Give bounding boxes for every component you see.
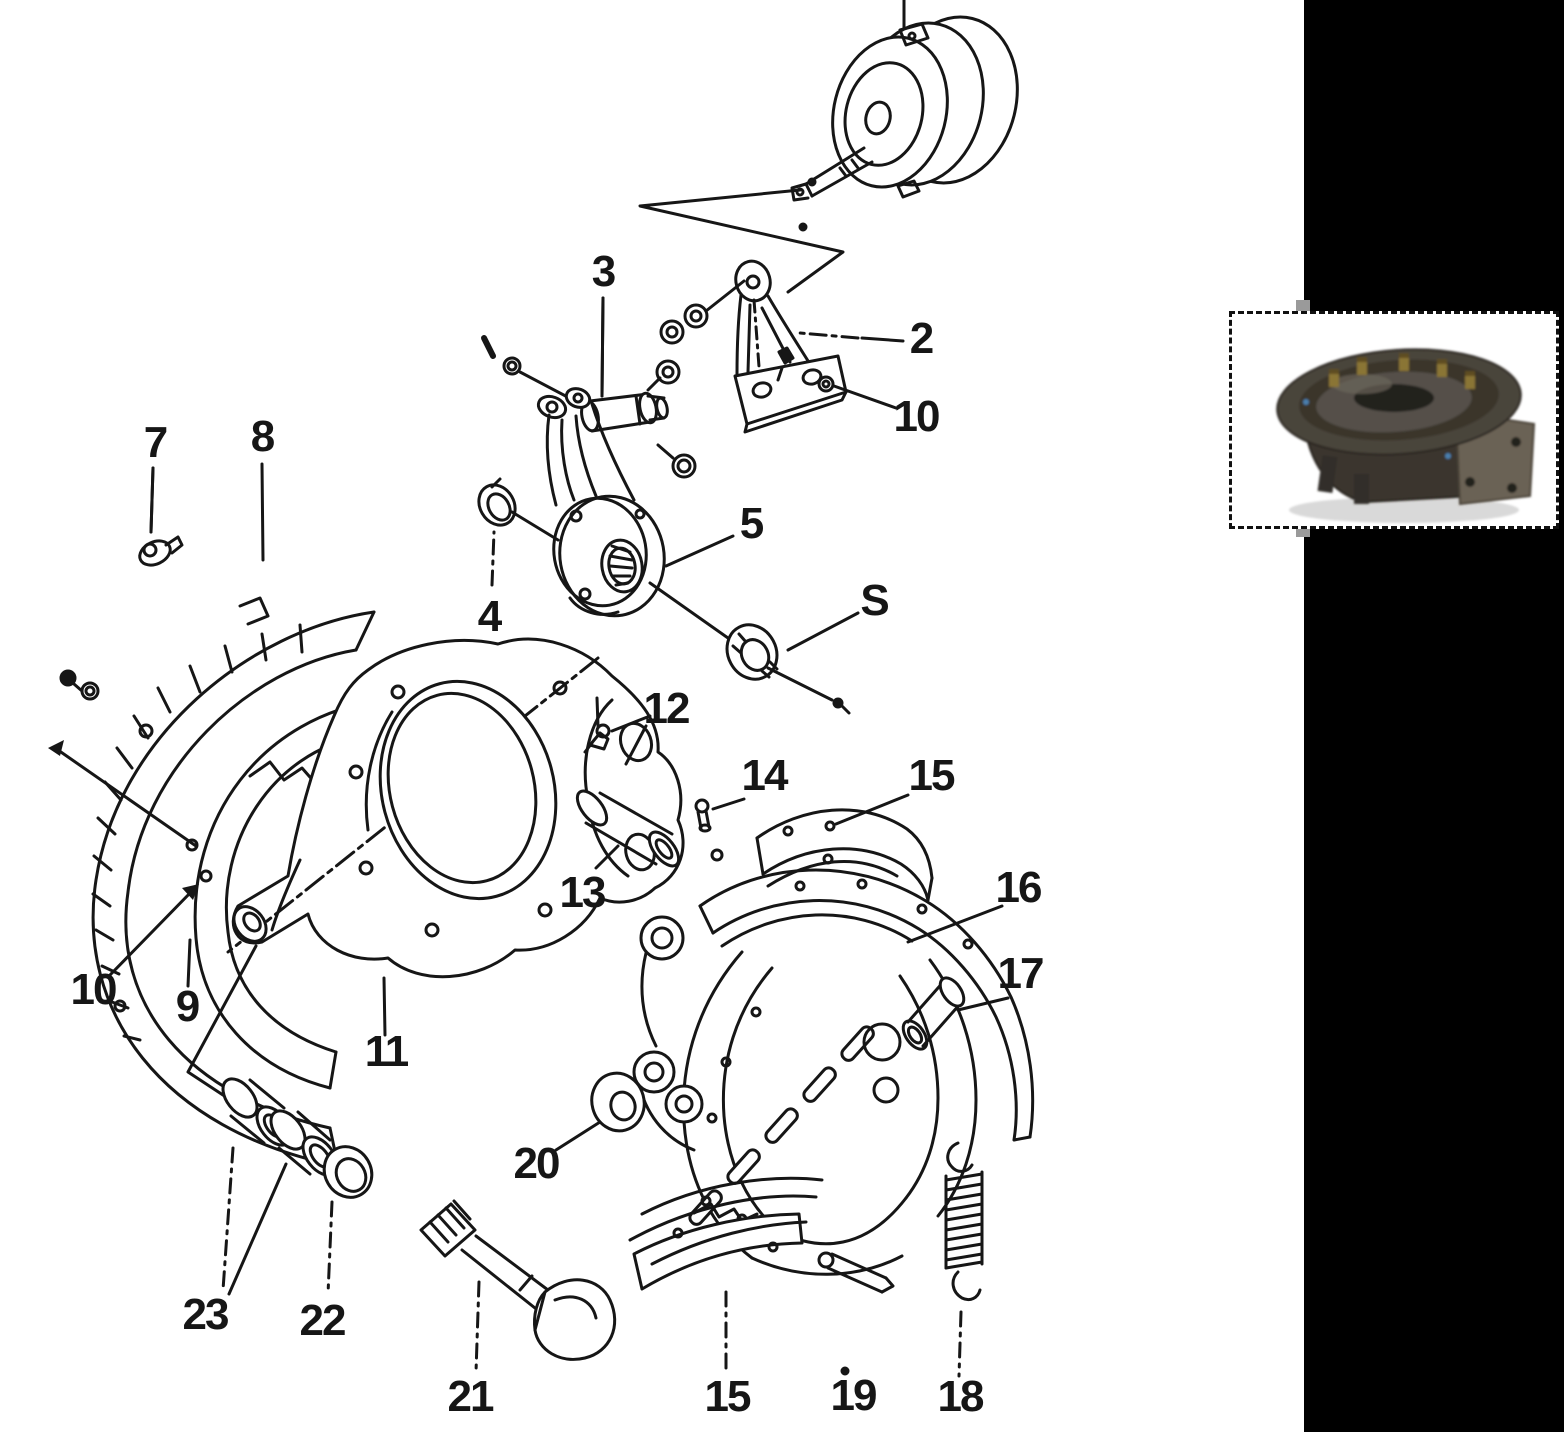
callout-10-left: 10 xyxy=(70,965,118,1014)
callout-22: 22 xyxy=(299,1296,347,1345)
retainer-clip-drawing xyxy=(138,466,184,567)
callout-8: 8 xyxy=(250,412,276,461)
callout-23: 23 xyxy=(182,1290,230,1339)
callout-19: 19 xyxy=(830,1371,878,1420)
callout-17: 17 xyxy=(997,949,1045,998)
callout-4: 4 xyxy=(477,592,503,641)
callout-15-top: 15 xyxy=(908,751,956,800)
callout-21: 21 xyxy=(447,1372,495,1421)
callout-10-right: 10 xyxy=(893,392,941,441)
return-spring-drawing xyxy=(944,1141,984,1378)
camshaft-drawing xyxy=(419,1199,617,1374)
brake-lining-bottom-drawing xyxy=(632,1212,808,1376)
assembled-part-inset xyxy=(1229,311,1559,529)
callout-3: 3 xyxy=(591,247,617,296)
callout-2: 2 xyxy=(909,314,935,363)
callout-9: 9 xyxy=(175,982,201,1031)
callout-14: 14 xyxy=(741,751,789,800)
brake-shoe-assembly-drawing xyxy=(628,868,1035,1276)
nuts-and-bolts-drawing xyxy=(481,279,746,479)
lock-ring-drawing xyxy=(477,477,560,587)
assembled-brake-photo xyxy=(1276,348,1536,523)
clevis-pin-drawing xyxy=(580,296,669,433)
shield-screw-and-nut-drawing xyxy=(48,669,198,848)
inset-corner-mark-top xyxy=(1296,300,1310,312)
shoe-pin-drawing xyxy=(817,1251,895,1376)
air-chamber-drawing xyxy=(638,0,1019,294)
cam-roller-drawing xyxy=(901,976,1010,1051)
backing-ring-drawing xyxy=(185,698,384,1090)
callout-12: 12 xyxy=(643,684,691,733)
callout-13: 13 xyxy=(559,868,607,917)
leader-lines xyxy=(108,296,905,1037)
slack-adjuster-drawing xyxy=(536,387,666,618)
callout-18: 18 xyxy=(937,1372,985,1421)
shoe-bushing-drawing xyxy=(554,1071,646,1152)
dust-shield-drawing xyxy=(91,596,376,1168)
callout-20: 20 xyxy=(513,1139,561,1188)
callout-7: 7 xyxy=(143,418,169,467)
black-sidebar xyxy=(1304,0,1564,1432)
callout-15-bottom: 15 xyxy=(704,1372,752,1421)
grease-fitting-drawing xyxy=(583,696,652,766)
brake-lining-top-drawing xyxy=(710,793,934,902)
cam-bushings-drawing xyxy=(186,944,339,1296)
mounting-bracket-drawing xyxy=(733,259,848,434)
spider-bracket-drawing xyxy=(199,637,685,979)
callout-11: 11 xyxy=(364,1027,409,1076)
callout-5: 5 xyxy=(739,499,765,548)
seal-ring-drawing xyxy=(648,581,860,715)
callout-16: 16 xyxy=(995,863,1043,912)
anchor-pin-drawing xyxy=(575,789,681,870)
small-pin-drawing xyxy=(694,797,746,833)
cam-seal-ring-drawing xyxy=(322,1145,374,1296)
callout-S: S xyxy=(860,576,889,625)
